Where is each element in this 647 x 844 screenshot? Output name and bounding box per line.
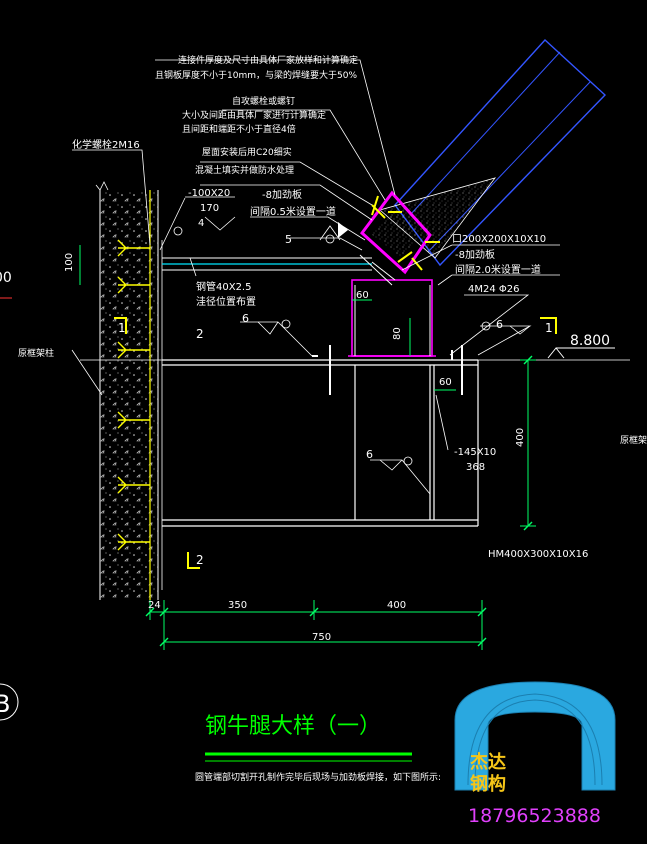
concrete-note-1: 屋面安装后用C20细实 bbox=[202, 146, 292, 158]
dim-750-label: 750 bbox=[312, 632, 331, 643]
stiffener-a-spacing: 间隔0.5米设置一道 bbox=[250, 205, 336, 218]
hm-beam bbox=[162, 359, 479, 527]
section-mark-left: 1 bbox=[118, 321, 126, 335]
weld-flags bbox=[173, 216, 531, 471]
pipe-40-note: 洼径位置布置 bbox=[196, 295, 256, 308]
anchor-4m24-label: 4M24 Φ26 bbox=[468, 284, 520, 295]
section-labels: 1 2 1 2 bbox=[118, 321, 553, 567]
member-hm-label: HM400X300X10X16 bbox=[488, 549, 588, 560]
chemical-anchors bbox=[117, 239, 150, 551]
logo-company-line2: 钢构 bbox=[470, 773, 506, 795]
stiffener-b-label: -8加劲板 bbox=[455, 248, 495, 261]
section-marks bbox=[114, 317, 557, 569]
dim-60-top-label: 60 bbox=[356, 290, 369, 301]
tube-200-label: 口200X200X10X10 bbox=[452, 234, 546, 245]
logo-phone: 18796523888 bbox=[468, 805, 601, 827]
weld-6-mid-label: 6 bbox=[366, 448, 373, 461]
bolt-note-1: 大小及间距由具体厂家进行计算确定 bbox=[182, 109, 326, 121]
elevation-symbol bbox=[547, 347, 615, 359]
pipe-40-label: 钢管40X2.5 bbox=[196, 280, 251, 293]
grid-bubble bbox=[0, 683, 19, 721]
weld-6-left-label: 6 bbox=[242, 312, 249, 325]
bolt-title: 自攻螺栓或螺钉 bbox=[232, 95, 295, 107]
dim-24-label: 24 bbox=[148, 600, 161, 611]
leader-lines bbox=[71, 59, 560, 495]
plate-100x20-label: -100X20 bbox=[188, 188, 230, 199]
company-logo: 杰达 钢构 18796523888 bbox=[454, 681, 616, 827]
roof-purlin bbox=[162, 257, 372, 271]
dim-368-label: 368 bbox=[466, 462, 485, 473]
weld-5-label: 5 bbox=[285, 233, 292, 246]
logo-company-line1: 杰达 bbox=[470, 751, 506, 773]
dim-60-bottom-label: 60 bbox=[439, 377, 452, 388]
weld-4-label: 4 bbox=[198, 218, 204, 229]
concrete-note-2: 混凝土填实并做防水处理 bbox=[195, 164, 294, 176]
bottom-note: 圆管端部切割开孔制作完毕后现场与加劲板焊接，如下图所示: bbox=[195, 771, 441, 783]
title-underline bbox=[205, 752, 412, 762]
support-post bbox=[348, 279, 436, 357]
stiffener-a-label: -8加劲板 bbox=[262, 188, 302, 201]
elevation-label: 8.800 bbox=[570, 333, 610, 349]
self-tapping-screws bbox=[371, 195, 440, 271]
section-num-bottom: 2 bbox=[196, 553, 204, 567]
annotation-text: 连接件厚度及尺寸由具体厂家放样和计算确定 且钢板厚度不小于10mm，与梁的焊缝要… bbox=[0, 54, 647, 718]
beam-label-right: 原框架 bbox=[620, 434, 647, 446]
beam-top-details bbox=[312, 345, 463, 395]
grid-mark-label: B bbox=[0, 690, 10, 718]
dimension-ticks bbox=[145, 355, 533, 647]
pointer-flag-icon bbox=[338, 222, 348, 238]
dim-400-horizontal-label: 400 bbox=[387, 600, 406, 611]
stiffener-b-spacing: 间隔2.0米设置一道 bbox=[455, 263, 541, 276]
dim-350-label: 350 bbox=[228, 600, 247, 611]
support-post-lines bbox=[354, 285, 431, 356]
connection-note-2: 且钢板厚度不小于10mm，与梁的焊缝要大于50% bbox=[155, 69, 357, 81]
dim-80-label: 80 bbox=[392, 327, 403, 340]
section-mark-right: 1 bbox=[545, 321, 553, 335]
column-label: 原框架柱 bbox=[18, 347, 54, 359]
plate-145-label: -145X10 bbox=[454, 447, 496, 458]
section-num-top: 2 bbox=[196, 327, 204, 341]
existing-column bbox=[95, 181, 163, 600]
dim-170-label: 170 bbox=[200, 203, 219, 214]
elevation-left-label: 00 bbox=[0, 270, 12, 286]
dimension-lines bbox=[79, 245, 536, 650]
weld-6-right-label: 6 bbox=[496, 318, 503, 331]
bolt-note-2: 且间距和端距不小于直径4倍 bbox=[182, 123, 296, 135]
dim-100-vertical-label: 100 bbox=[64, 253, 75, 272]
dim-400-vertical-label: 400 bbox=[515, 428, 526, 447]
drawing-title: 钢牛腿大样（一） bbox=[205, 714, 381, 739]
chem-anchor-label: 化学螺栓2M16 bbox=[72, 138, 140, 151]
connection-note-1: 连接件厚度及尺寸由具体厂家放样和计算确定 bbox=[178, 54, 358, 66]
